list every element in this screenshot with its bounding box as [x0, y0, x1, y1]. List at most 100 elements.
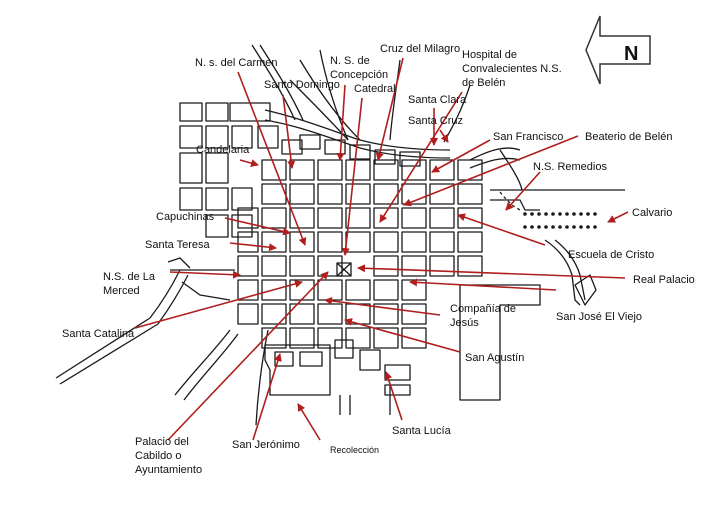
city-block [237, 231, 259, 253]
label-compania-1: Compañía de [450, 303, 516, 315]
city-block [345, 207, 371, 229]
label-recoleccion: Recolección [330, 445, 379, 455]
city-block [237, 207, 259, 229]
city-block [261, 303, 287, 325]
city-block [345, 231, 371, 253]
label-cabildo-1: Palacio del [135, 436, 189, 448]
label-merced-2: Merced [103, 285, 140, 297]
label-concepcion-2: Concepción [330, 69, 388, 81]
place-labels: N. s. del Carmen Santo Domingo N. S. de … [62, 43, 695, 476]
label-hospital-3: de Belén [462, 77, 505, 89]
city-block [237, 255, 259, 277]
city-block [401, 159, 427, 181]
city-block [401, 303, 427, 325]
calvario-road [523, 212, 597, 229]
label-santo-domingo: Santo Domingo [264, 79, 340, 91]
road-dot [593, 212, 597, 216]
street-grid [55, 44, 625, 426]
city-block [317, 207, 343, 229]
city-block [401, 207, 427, 229]
north-label: N [624, 43, 638, 65]
city-block [261, 159, 287, 181]
city-block [429, 207, 455, 229]
road-dot [565, 225, 569, 229]
city-block [317, 231, 343, 253]
city-block [289, 207, 315, 229]
city-block [401, 183, 427, 205]
city-block [373, 279, 399, 301]
road-dot [558, 225, 562, 229]
label-compania-2: Jesús [450, 317, 479, 329]
city-block [345, 279, 371, 301]
city-block [374, 149, 396, 165]
road-dot [572, 225, 576, 229]
city-block [317, 279, 343, 301]
city-block [373, 303, 399, 325]
city-block [457, 231, 483, 253]
label-santa-catalina: Santa Catalina [62, 328, 135, 340]
city-block [261, 207, 287, 229]
road-dot [544, 212, 548, 216]
road-dot [579, 225, 583, 229]
road-dot [572, 212, 576, 216]
city-block [429, 159, 455, 181]
label-cabildo-2: Cabildo o [135, 450, 181, 462]
south-lots [264, 339, 411, 396]
road-dot [586, 225, 590, 229]
annotation-arrows [134, 57, 629, 441]
label-carmen: N. s. del Carmen [195, 57, 278, 69]
label-san-jose: San José El Viejo [556, 311, 642, 323]
north-arrow-icon [585, 15, 651, 85]
city-block [457, 207, 483, 229]
road-dot [537, 225, 541, 229]
city-block [345, 183, 371, 205]
city-block [261, 231, 287, 253]
city-block [237, 279, 259, 301]
label-candelaria: Candelaria [196, 144, 250, 156]
label-beaterio: Beaterio de Belén [585, 131, 672, 143]
city-block [373, 207, 399, 229]
road-dot [551, 225, 555, 229]
city-block [299, 134, 321, 150]
city-block [237, 303, 259, 325]
road-dot [565, 212, 569, 216]
city-block [345, 327, 371, 349]
label-san-jeronimo: San Jerónimo [232, 439, 300, 451]
city-block [345, 159, 371, 181]
city-block [429, 231, 455, 253]
city-block [289, 303, 315, 325]
label-real-palacio: Real Palacio [633, 274, 695, 286]
label-merced-1: N.S. de La [103, 271, 156, 283]
roads [55, 44, 625, 426]
label-concepcion-1: N. S. de [330, 55, 370, 67]
label-escuela: Escuela de Cristo [568, 249, 654, 261]
label-hospital-2: Convalecientes N.S. [462, 63, 562, 75]
road-dot [544, 225, 548, 229]
road-dot [558, 212, 562, 216]
label-calvario: Calvario [632, 207, 672, 219]
city-block [373, 255, 399, 277]
road-dot [523, 212, 527, 216]
city-block [289, 255, 315, 277]
label-capuchinas: Capuchinas [156, 211, 215, 223]
road-dot [551, 212, 555, 216]
road-dot [586, 212, 590, 216]
label-san-agustin: San Agustín [465, 352, 524, 364]
city-block [457, 159, 483, 181]
label-san-francisco: San Francisco [493, 131, 563, 143]
city-block [317, 303, 343, 325]
city-block [401, 255, 427, 277]
city-block [317, 255, 343, 277]
city-block [457, 183, 483, 205]
plaza-mayor [336, 262, 352, 277]
road-dot [579, 212, 583, 216]
city-block [373, 183, 399, 205]
city-block [281, 139, 303, 155]
road-dot [530, 225, 534, 229]
city-block [373, 159, 399, 181]
label-santa-cruz: Santa Cruz [408, 115, 463, 127]
city-block [349, 144, 371, 160]
label-hospital-1: Hospital de [462, 49, 517, 61]
label-santa-teresa: Santa Teresa [145, 239, 211, 251]
